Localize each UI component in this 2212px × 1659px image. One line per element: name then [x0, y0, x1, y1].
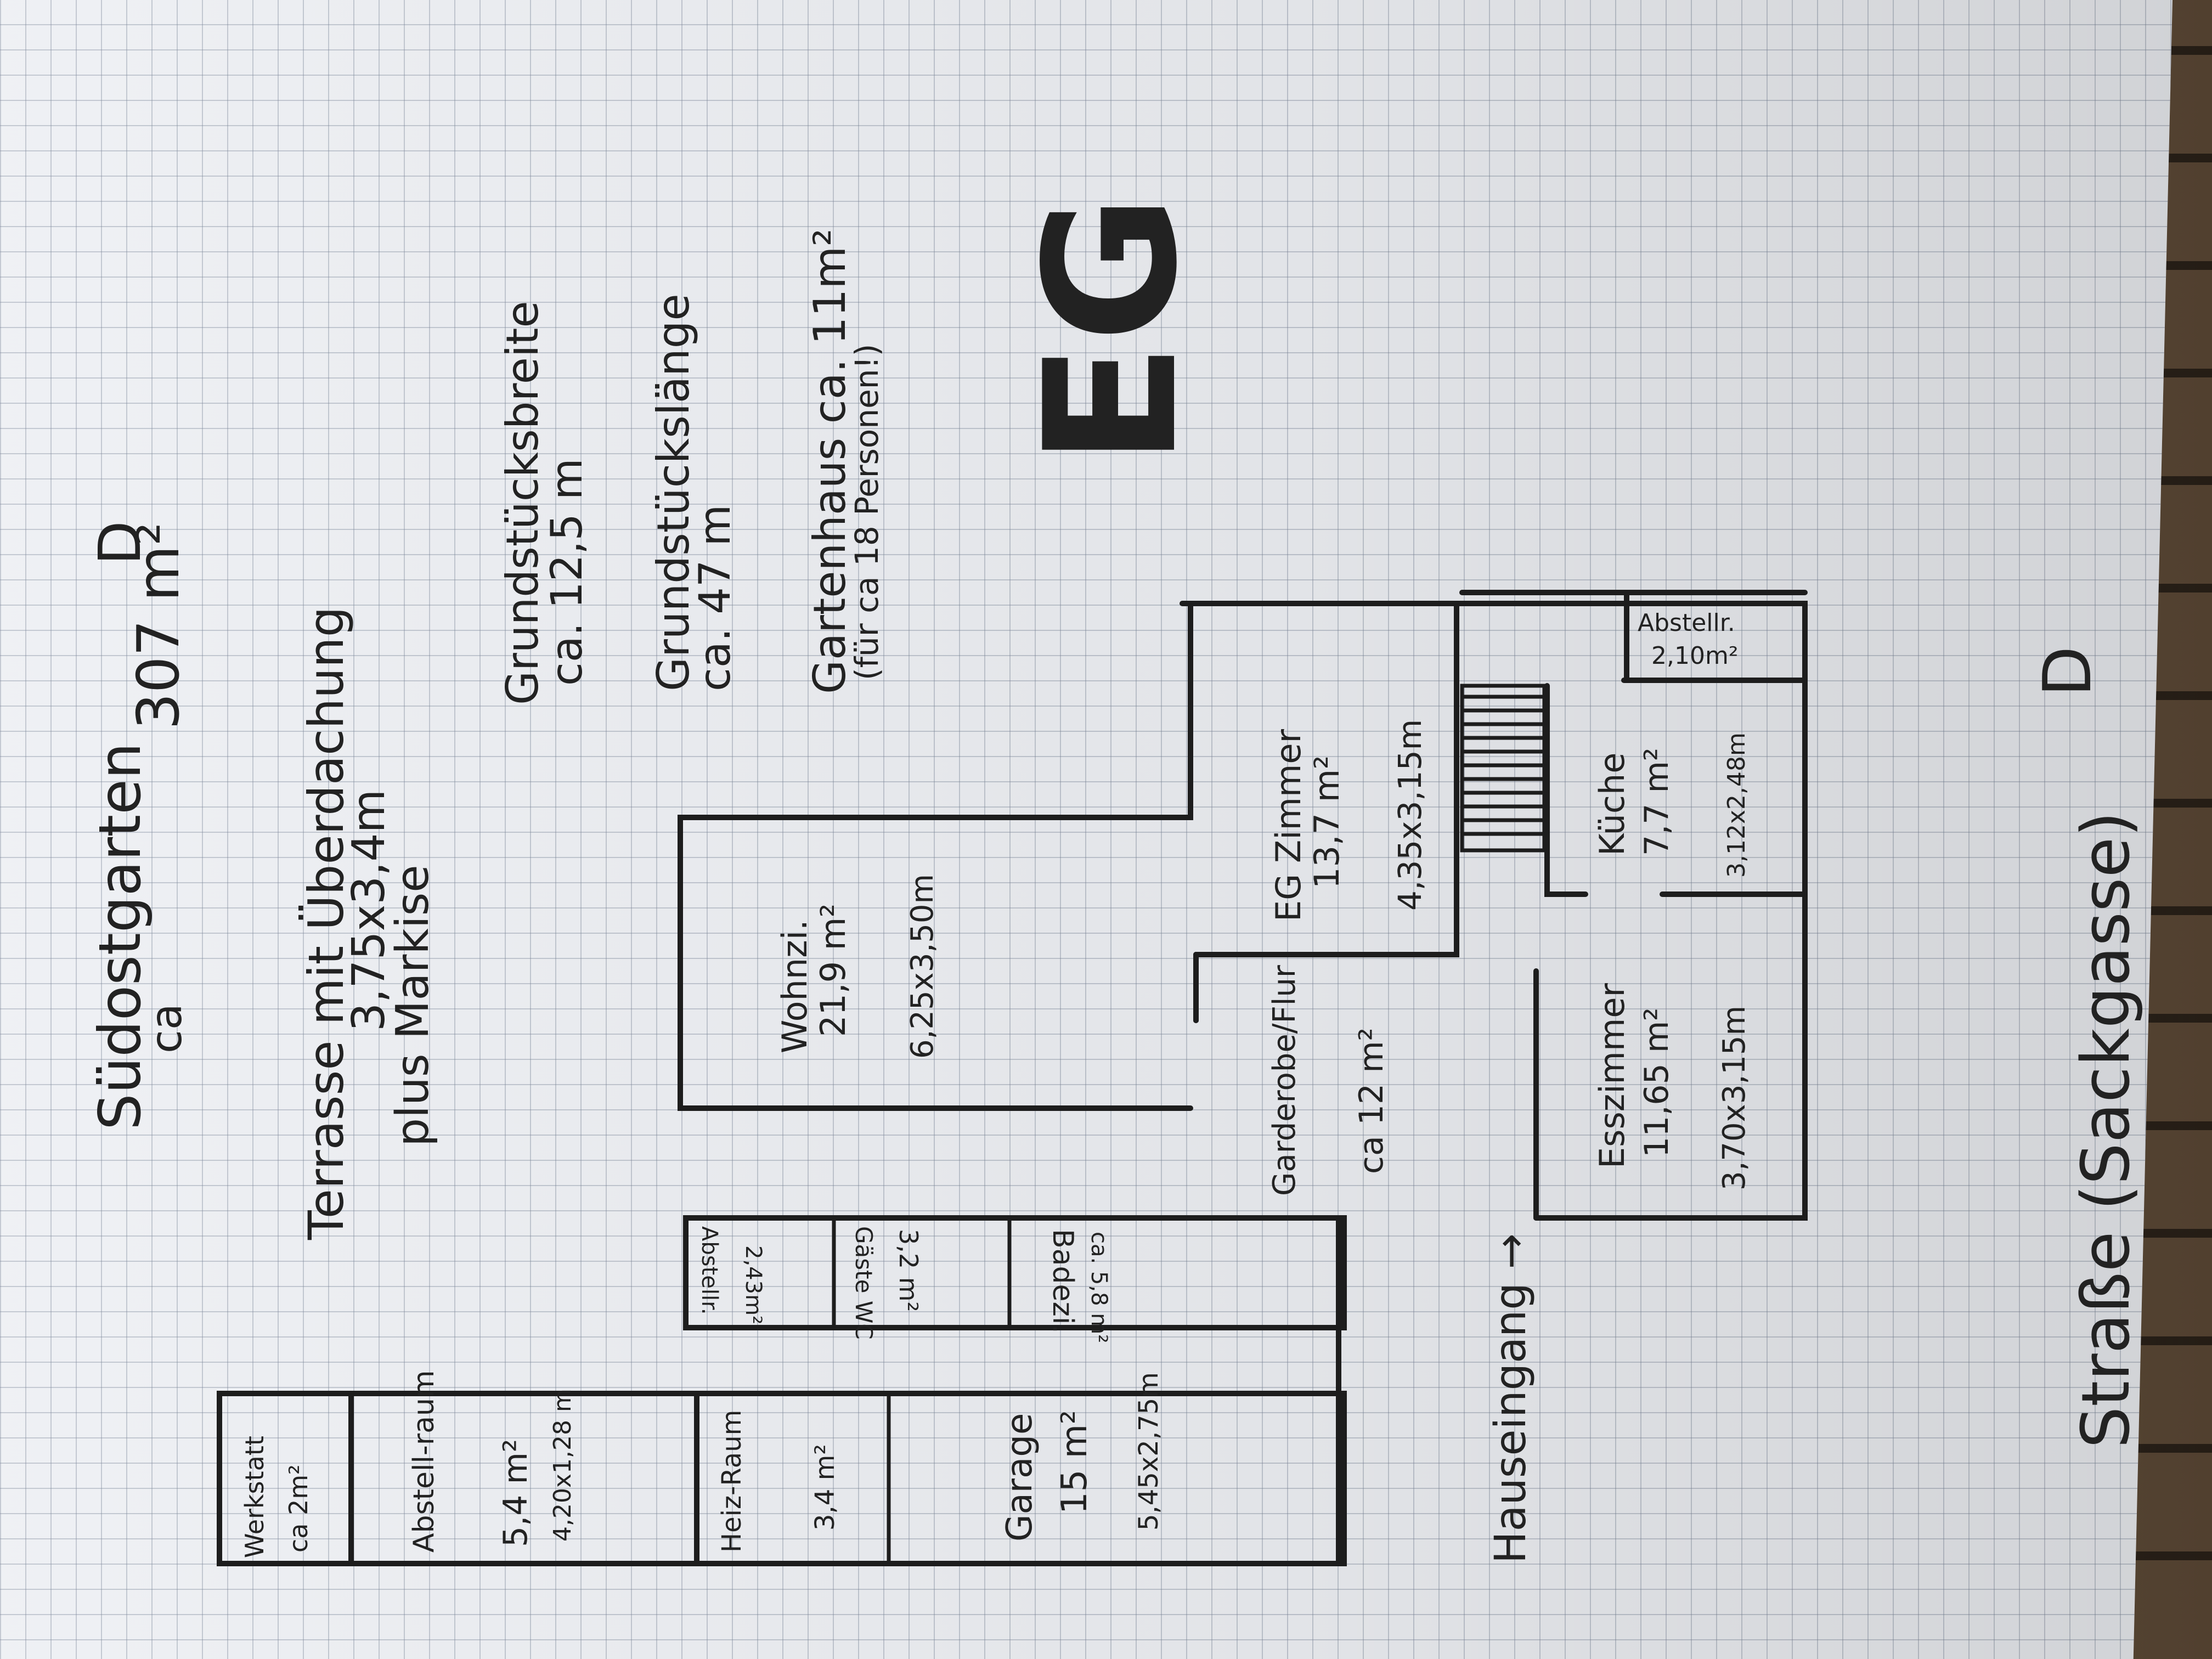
wall-kitchen-left: [1544, 683, 1588, 897]
room-kueche: Küche 7,7 m² 3,12x2,48m: [1592, 732, 1751, 878]
abstellr-small-area: 2,43m²: [741, 1245, 766, 1324]
wall-eg-zimmer: [1180, 601, 1808, 689]
eg-zimmer-size: 4,35x3,15m: [1391, 719, 1429, 911]
room-badezimmer: Badezi. ca. 5,8 m²: [1046, 1229, 1111, 1343]
werkstatt-area: ca 2m²: [284, 1464, 313, 1553]
garden-mark: D: [87, 521, 154, 565]
esszimmer-area: 11,65 m²: [1638, 1008, 1676, 1158]
room-garage: Garage 15 m² 5,45x2,75m: [1000, 1372, 1164, 1542]
room-abstellraum: Abstell-raum 5,4 m² 4,20x1,28 m: [408, 1370, 577, 1553]
plot-notes: Grundstücksbreite ca. 12,5 m Grundstücks…: [497, 229, 885, 705]
garage-size: 5,45x2,75m: [1133, 1372, 1164, 1531]
plot-width-value: ca. 12,5 m: [543, 458, 592, 686]
room-gaeste-wc: Gäste WC 3,2 m²: [850, 1226, 923, 1340]
kueche-name: Küche: [1592, 753, 1632, 856]
abstellr-small-name: Abstellr.: [697, 1226, 722, 1315]
garden-note: Südostgarten ca 307 m² D: [87, 521, 192, 1130]
esszimmer-size: 3,70x3,15m: [1717, 1006, 1752, 1190]
abstellr-upper-area: 2,10m²: [1651, 642, 1738, 670]
garage-name: Garage: [1000, 1413, 1040, 1542]
gaeste-wc-name: Gäste WC: [850, 1226, 877, 1340]
street-note: Straße (Sackgasse) D: [2030, 646, 2145, 1448]
street-label: Straße (Sackgasse): [2068, 811, 2145, 1448]
abstellr-upper-name: Abstellr.: [1638, 609, 1735, 637]
street-mark: D: [2030, 646, 2106, 697]
terrace-line-1: Terrasse mit Überdachung: [298, 606, 354, 1240]
plot-width-label: Grundstücksbreite: [497, 301, 548, 705]
room-abstellr-upper: Abstellr. 2,10m²: [1638, 609, 1738, 670]
gardenhouse-line-1: Gartenhaus ca. 11m²: [804, 229, 855, 694]
wall-bath-strip: [683, 1215, 1347, 1330]
esszimmer-name: Esszimmer: [1592, 983, 1632, 1169]
garden-title: Südostgarten: [87, 743, 154, 1130]
garden-ca: ca: [142, 1003, 191, 1053]
room-eg-zimmer: EG Zimmer 13,7 m² 4,35x3,15m: [1268, 719, 1429, 922]
gardenhouse-line-2: (für ca 18 Personen!): [848, 344, 885, 680]
staircase: [1460, 684, 1547, 853]
wall-eg-zimmer-inner: [1193, 601, 1459, 957]
wohnzimmer-name: Wohnzi.: [775, 919, 815, 1053]
garderobe-name: Garderobe/Flur: [1267, 964, 1302, 1196]
entrance-label: Hauseingang →: [1486, 1233, 1536, 1564]
plot-length-value: ca. 47 m: [691, 505, 740, 691]
garderobe-area: ca 12 m²: [1352, 1028, 1391, 1174]
room-esszimmer: Esszimmer 11,65 m² 3,70x3,15m: [1592, 983, 1752, 1190]
wohnzimmer-size: 6,25x3,50m: [905, 874, 940, 1059]
garden-area: 307 m²: [125, 522, 192, 730]
terrace-note: Terrasse mit Überdachung 3,75x3,4m plus …: [298, 606, 439, 1240]
wall-garage-block: [217, 1391, 1347, 1566]
badezimmer-name: Badezi.: [1046, 1229, 1079, 1334]
room-werkstatt: Werkstatt ca 2m²: [240, 1436, 313, 1558]
heizraum-name: Heiz-Raum: [716, 1410, 747, 1553]
kueche-area: 7,7 m²: [1638, 748, 1676, 856]
eg-zimmer-area: 13,7 m²: [1307, 755, 1347, 889]
room-wohnzimmer: Wohnzi. 21,9 m² 6,25x3,50m: [775, 874, 940, 1059]
plan-walls: [217, 590, 1808, 1566]
room-garderobe: Garderobe/Flur ca 12 m²: [1267, 964, 1391, 1196]
terrace-line-2: 3,75x3,4m: [343, 789, 395, 1031]
gaeste-wc-area: 3,2 m²: [894, 1229, 923, 1312]
werkstatt-name: Werkstatt: [240, 1436, 269, 1558]
room-heizraum: Heiz-Raum 3,4 m²: [716, 1410, 840, 1553]
abstellraum-area: 5,4 m²: [496, 1439, 535, 1547]
abstellraum-name: Abstell-raum: [408, 1370, 441, 1553]
kueche-size: 3,12x2,48m: [1723, 732, 1751, 878]
badezimmer-area: ca. 5,8 m²: [1086, 1232, 1111, 1343]
eg-zimmer-name: EG Zimmer: [1268, 729, 1308, 922]
floor-label: EG: [1006, 194, 1217, 466]
garage-area: 15 m²: [1054, 1410, 1095, 1514]
terrace-line-3: plus Markise: [387, 865, 439, 1147]
heizraum-area: 3,4 m²: [810, 1444, 840, 1531]
wall-wohnzimmer: [678, 601, 1193, 1111]
abstellraum-size: 4,20x1,28 m: [549, 1389, 577, 1542]
wohnzimmer-area: 21,9 m²: [813, 904, 853, 1037]
room-abstellr-small: Abstellr. 2,43m²: [697, 1226, 766, 1324]
plot-length-label: Grundstückslänge: [648, 294, 699, 691]
wall-kitchen-outer: [1533, 683, 1808, 1221]
